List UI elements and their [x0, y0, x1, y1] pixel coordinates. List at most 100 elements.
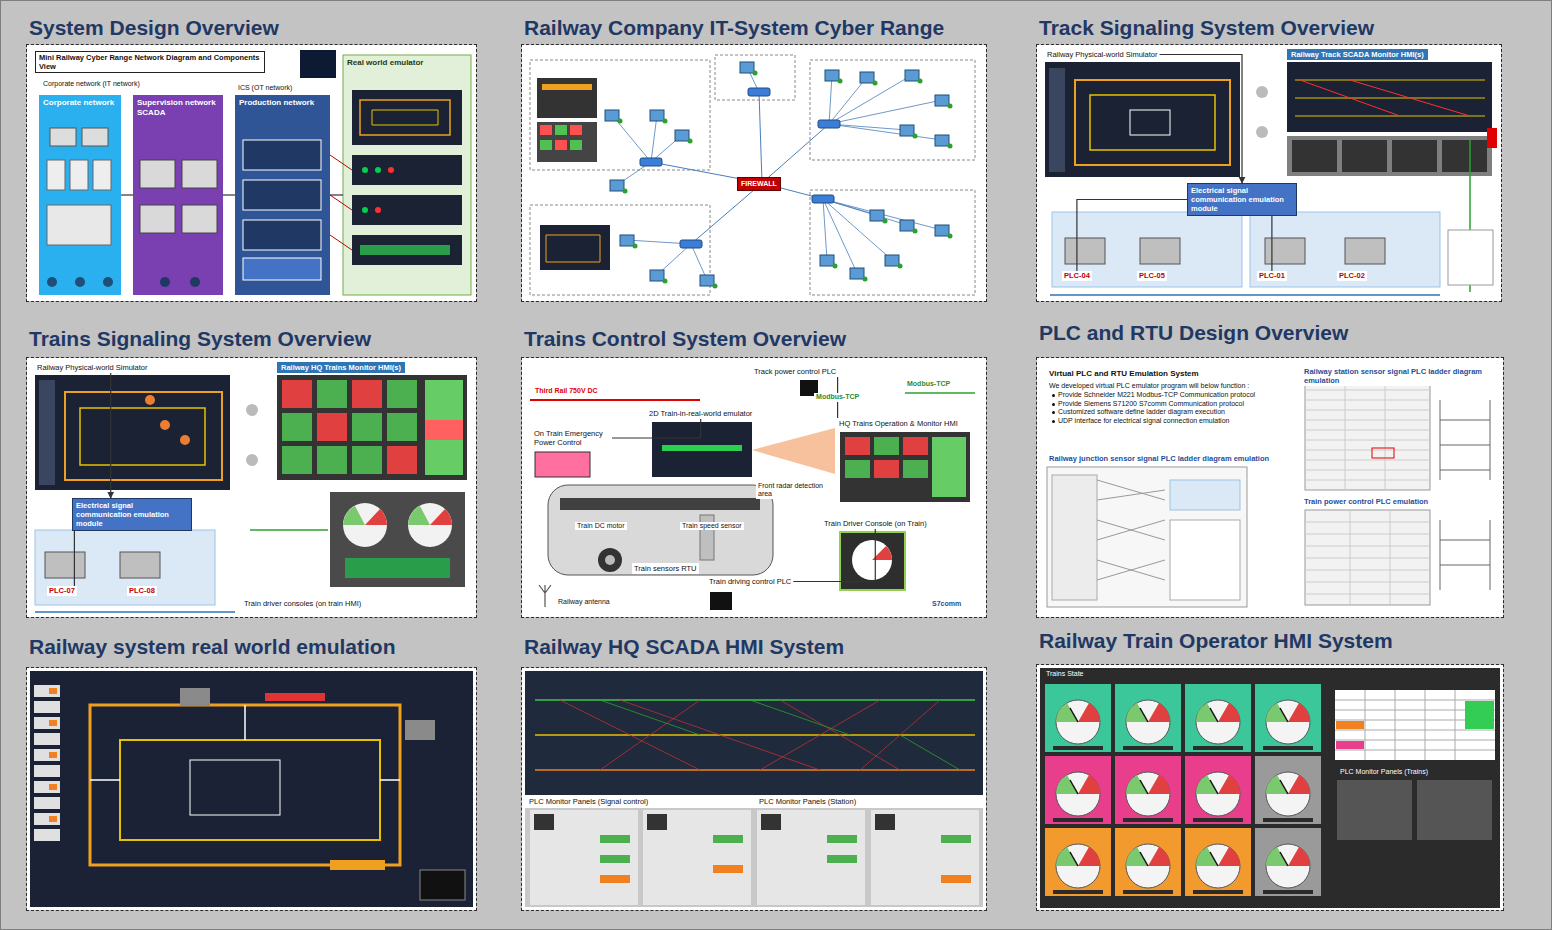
train-control-art	[845, 437, 870, 455]
gauge-redzone	[1148, 775, 1170, 794]
train-operator-hmi-art	[1465, 701, 1494, 729]
real-world-emulation-art	[90, 705, 400, 780]
status-dot	[713, 284, 718, 289]
gauge-readout	[1263, 818, 1313, 822]
cyber-range-art	[540, 140, 552, 150]
box-label: FIREWALL	[741, 180, 777, 188]
train-signaling-art	[343, 506, 365, 525]
cyber-range-art	[546, 235, 600, 262]
component-box: PLC Monitor Panels (Station)	[757, 796, 858, 807]
network-switch	[680, 240, 702, 248]
box-label: PLC-07	[49, 586, 75, 596]
panel-title: PLC and RTU Design Overview	[1039, 321, 1348, 345]
panel-frame: PLC and RTU Design OverviewVirtual PLC a…	[1037, 358, 1503, 617]
connector	[1271, 216, 1272, 271]
hq-scada-art	[827, 835, 857, 843]
track-signaling-art	[1287, 62, 1492, 132]
track-signaling-art	[1075, 80, 1230, 165]
connector	[110, 373, 111, 498]
panel-frame: Railway Train Operator HMI System	[1037, 665, 1503, 910]
speed-gauge	[1056, 844, 1100, 888]
speed-gauge	[1196, 844, 1240, 888]
gauge-readout	[1123, 890, 1173, 894]
real-world-emulation-art	[265, 693, 325, 701]
vm-monitor-icon	[620, 235, 634, 246]
vm-monitor-icon	[850, 268, 864, 279]
gauge-panel	[1045, 756, 1111, 824]
gauge-needle	[1280, 708, 1288, 722]
hq-scada-art	[600, 855, 630, 863]
status-dot	[663, 279, 668, 284]
speed-gauge	[1126, 772, 1170, 816]
speed-gauge	[1126, 700, 1170, 744]
system-design-art	[93, 160, 111, 190]
gauge-needle	[1210, 708, 1218, 722]
vm-monitor-icon	[650, 270, 664, 281]
box-label: Railway station sensor signal PLC ladder…	[1304, 367, 1490, 385]
gauge-redzone	[1288, 775, 1310, 794]
track-signaling-art	[1052, 212, 1242, 287]
body-text: We developed virtual PLC emulator progra…	[1049, 382, 1255, 391]
status-dot	[863, 277, 868, 282]
page-ground	[522, 358, 986, 617]
real-world-emulation-art	[34, 781, 60, 793]
network-link	[829, 124, 942, 140]
train-signaling-art	[408, 503, 452, 547]
network-link	[651, 115, 657, 162]
bullet-item: Customized software define ladder diagra…	[1049, 408, 1255, 417]
system-design-art	[352, 90, 462, 145]
real-world-emulation-art	[49, 752, 57, 758]
real-world-emulation-art	[90, 705, 400, 865]
real-world-emulation-art	[420, 870, 465, 900]
status-dot	[948, 234, 953, 239]
hq-scada-art	[534, 814, 895, 830]
gauge-needle	[1070, 780, 1078, 794]
train-signaling-art	[282, 446, 312, 474]
train-signaling-art	[35, 530, 215, 605]
gauge-greenzone	[1056, 703, 1078, 722]
box-label: Train power control PLC emulation	[1304, 497, 1428, 506]
gauge-greenzone	[1196, 847, 1218, 866]
system-design-art	[352, 195, 462, 225]
real-world-emulation-art	[34, 701, 60, 713]
box-label: PLC-01	[1259, 271, 1285, 281]
train-signaling-art	[80, 408, 205, 465]
network-link	[612, 115, 651, 162]
track-signaling-art	[1287, 136, 1492, 176]
train-operator-hmi-art	[1335, 690, 1495, 760]
hq-scada-art	[871, 810, 979, 905]
gauge-panel	[1115, 684, 1181, 752]
component-box: Electrical signal communication emulatio…	[1187, 183, 1297, 216]
real-world-emulation-art	[34, 813, 60, 825]
gauge-readout	[1053, 746, 1103, 750]
system-design-art	[47, 205, 111, 245]
gauge-redzone	[1288, 703, 1310, 722]
system-design-art	[360, 100, 450, 135]
train-signaling-art	[430, 509, 452, 525]
network-zone: Production network	[235, 95, 330, 295]
connector	[121, 194, 133, 195]
zone-title: Corporate network	[43, 98, 117, 108]
panel-frame: Railway Company IT-System Cyber RangeFIR…	[522, 45, 986, 301]
gauge-greenzone	[1196, 775, 1218, 794]
track-signaling-art	[1045, 62, 1497, 295]
plc-rtu-art	[1170, 520, 1240, 600]
vm-monitor-icon	[900, 220, 914, 231]
network-links	[605, 62, 953, 289]
real-world-emulation-art	[330, 860, 385, 870]
real-world-emulation-art	[34, 685, 60, 841]
train-signaling-art	[250, 529, 328, 531]
connector	[1077, 200, 1187, 272]
component-box: Railway station sensor signal PLC ladder…	[1302, 366, 1492, 386]
train-control-art	[874, 460, 899, 478]
train-operator-hmi-art	[1336, 721, 1364, 729]
status-dot	[838, 79, 843, 84]
component-box: PLC-04	[1062, 271, 1092, 281]
box-label: Railway Physical-world Simulator	[37, 363, 147, 372]
train-signaling-art	[277, 375, 467, 480]
vm-monitor-icon	[610, 180, 624, 191]
train-signaling-art	[180, 435, 190, 445]
page-ground	[522, 668, 986, 910]
component-box: FIREWALL	[737, 177, 781, 191]
box-label: Railway junction sensor signal PLC ladde…	[1049, 454, 1269, 463]
